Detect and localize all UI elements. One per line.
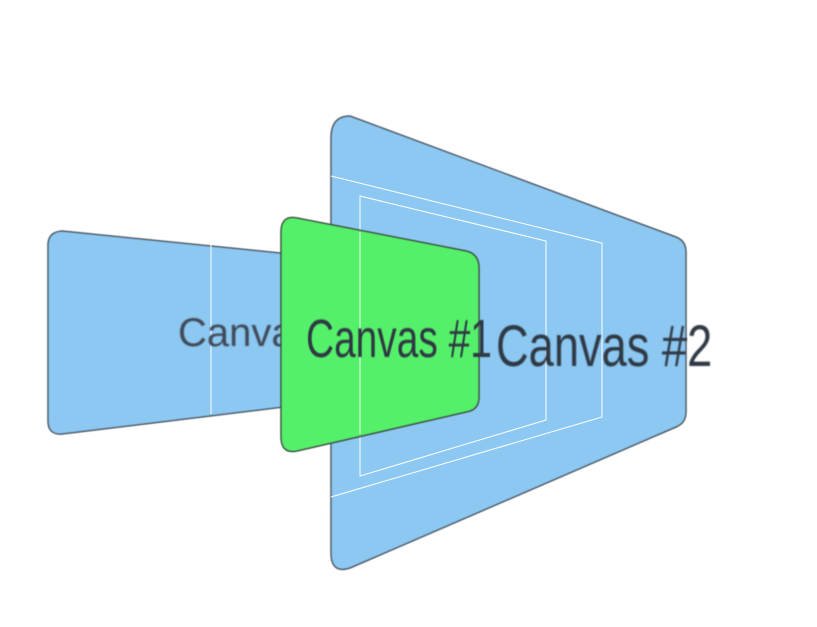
back-canvas-panel[interactable]: Canvas bbox=[47, 230, 314, 435]
canvas-2-shape bbox=[330, 115, 687, 571]
canvas-2-outer-outline bbox=[330, 175, 603, 498]
canvas-1-panel[interactable]: Canvas #1 bbox=[280, 216, 492, 453]
canvas-1-label: Canvas #1 bbox=[306, 308, 492, 369]
back-canvas-label: Canvas bbox=[178, 311, 314, 355]
canvas-1-shape bbox=[280, 216, 480, 453]
canvas-2-panel[interactable]: Canvas #2 bbox=[330, 115, 712, 571]
canvas-2-label: Canvas #2 bbox=[496, 315, 712, 380]
